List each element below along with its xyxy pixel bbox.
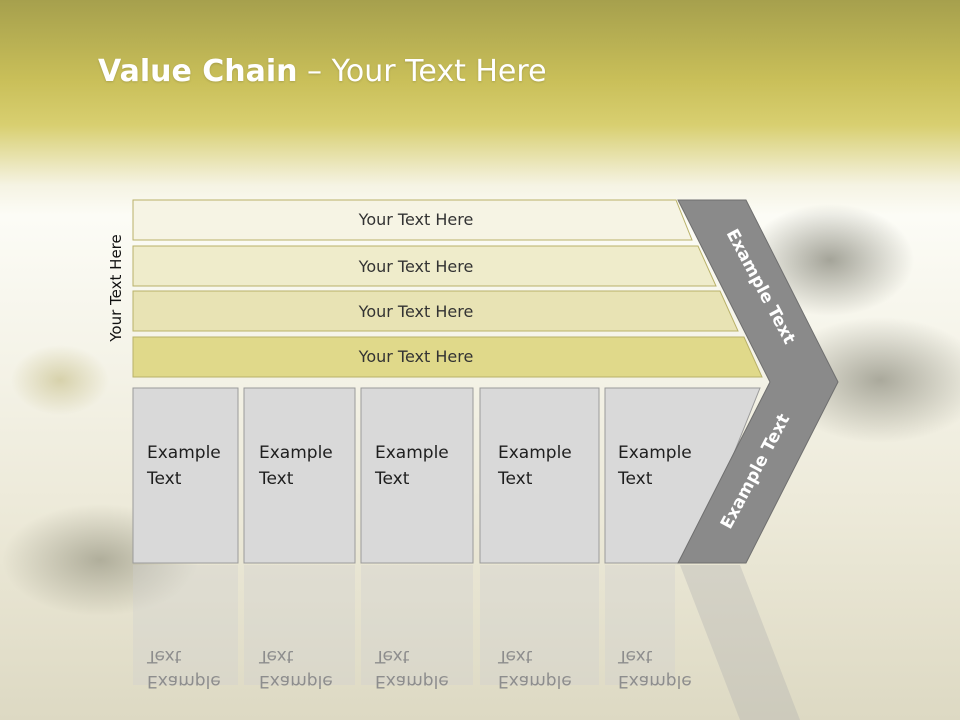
refl-label-2: Example — [259, 671, 333, 691]
refl-label-1b: Text — [146, 646, 182, 666]
band-3[interactable] — [132, 290, 739, 332]
chevron-arrow[interactable] — [677, 199, 839, 564]
box-label-2a: Example — [259, 443, 333, 463]
refl-label-4: Example — [498, 671, 572, 691]
box-label-3a: Example — [375, 443, 449, 463]
refl-label-4b: Text — [497, 646, 533, 666]
band-label-1: Your Text Here — [358, 210, 474, 229]
box-label-5a: Example — [618, 443, 692, 463]
band-4[interactable] — [132, 336, 763, 378]
box-label-4a: Example — [498, 443, 572, 463]
box-label-1a: Example — [147, 443, 221, 463]
band-1[interactable] — [132, 199, 693, 241]
refl-label-5b: Text — [617, 646, 653, 666]
reflection-text: Example Text Example Text Example Text E… — [146, 646, 692, 691]
band-label-4: Your Text Here — [358, 347, 474, 366]
slide-title: Value Chain – Your Text Here — [98, 54, 547, 89]
band-label-3: Your Text Here — [358, 302, 474, 321]
box-label-2b: Text — [258, 469, 294, 489]
band-2[interactable] — [132, 245, 717, 287]
box-label-5b: Text — [617, 469, 653, 489]
refl-label-2b: Text — [258, 646, 294, 666]
box-label-4b: Text — [497, 469, 533, 489]
refl-label-1: Example — [147, 671, 221, 691]
refl-label-3b: Text — [374, 646, 410, 666]
refl-label-5: Example — [618, 671, 692, 691]
reflection — [133, 565, 800, 720]
refl-label-3: Example — [375, 671, 449, 691]
box-2[interactable] — [243, 387, 356, 564]
box-4[interactable] — [479, 387, 600, 564]
box-3[interactable] — [360, 387, 474, 564]
box-label-1b: Text — [146, 469, 182, 489]
box-label-3b: Text — [374, 469, 410, 489]
box-1[interactable] — [132, 387, 239, 564]
band-label-2: Your Text Here — [358, 257, 474, 276]
